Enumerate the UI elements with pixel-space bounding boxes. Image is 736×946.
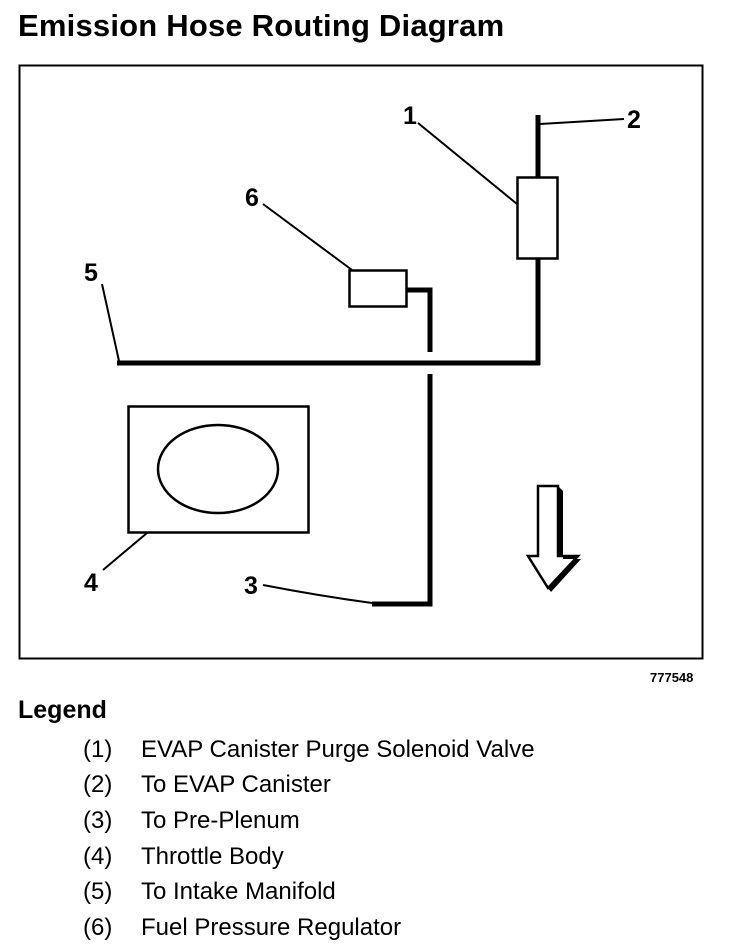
legend-item-4: (4) Throttle Body [83, 839, 535, 875]
fuel-pressure-regulator [348, 269, 408, 308]
leader-line-1 [417, 122, 518, 205]
arrow-shadow [548, 486, 581, 592]
legend-item-6: (6) Fuel Pressure Regulator [83, 910, 535, 946]
callout-6: 6 [245, 184, 259, 212]
callout-5: 5 [84, 259, 98, 287]
legend-label: Fuel Pressure Regulator [141, 913, 402, 941]
legend-number: (3) [83, 806, 113, 834]
legend-item-1: (1) EVAP Canister Purge Solenoid Valve [83, 732, 535, 768]
throttle-bore [156, 423, 280, 515]
leader-line-5 [101, 283, 120, 362]
legend-number: (6) [83, 913, 113, 941]
leader-line-6 [262, 203, 353, 271]
callout-3: 3 [244, 572, 258, 600]
page-title: Emission Hose Routing Diagram [18, 8, 505, 43]
legend-label: EVAP Canister Purge Solenoid Valve [141, 735, 535, 763]
legend-label: To EVAP Canister [141, 771, 331, 799]
callout-4: 4 [84, 569, 98, 597]
leader-line-2 [539, 118, 625, 125]
legend-label: To Pre-Plenum [141, 806, 300, 834]
hose-routing-diagram: 1 2 3 4 5 6 777548 [18, 64, 704, 685]
legend-label: To Intake Manifold [141, 878, 336, 906]
regulator-vacuum-hose [406, 287, 433, 352]
legend-number: (1) [83, 735, 113, 763]
legend-list: (1) EVAP Canister Purge Solenoid Valve (2… [83, 732, 535, 946]
figure-id: 777548 [650, 670, 693, 685]
legend-item-3: (3) To Pre-Plenum [83, 803, 535, 839]
down-arrow-icon [525, 484, 581, 591]
legend-number: (2) [83, 771, 113, 799]
legend-heading: Legend [18, 696, 107, 724]
hose-to-pre-plenum [372, 374, 433, 607]
legend-label: Throttle Body [141, 842, 284, 870]
leader-line-4 [102, 532, 148, 571]
legend-number: (5) [83, 878, 113, 906]
diagram-frame [18, 64, 704, 660]
purge-solenoid-valve [516, 176, 559, 260]
legend-number: (4) [83, 842, 113, 870]
callout-2: 2 [627, 106, 641, 134]
legend-item-5: (5) To Intake Manifold [83, 874, 535, 910]
leader-line-3 [262, 584, 373, 604]
legend-item-2: (2) To EVAP Canister [83, 768, 535, 804]
callout-1: 1 [403, 102, 417, 130]
